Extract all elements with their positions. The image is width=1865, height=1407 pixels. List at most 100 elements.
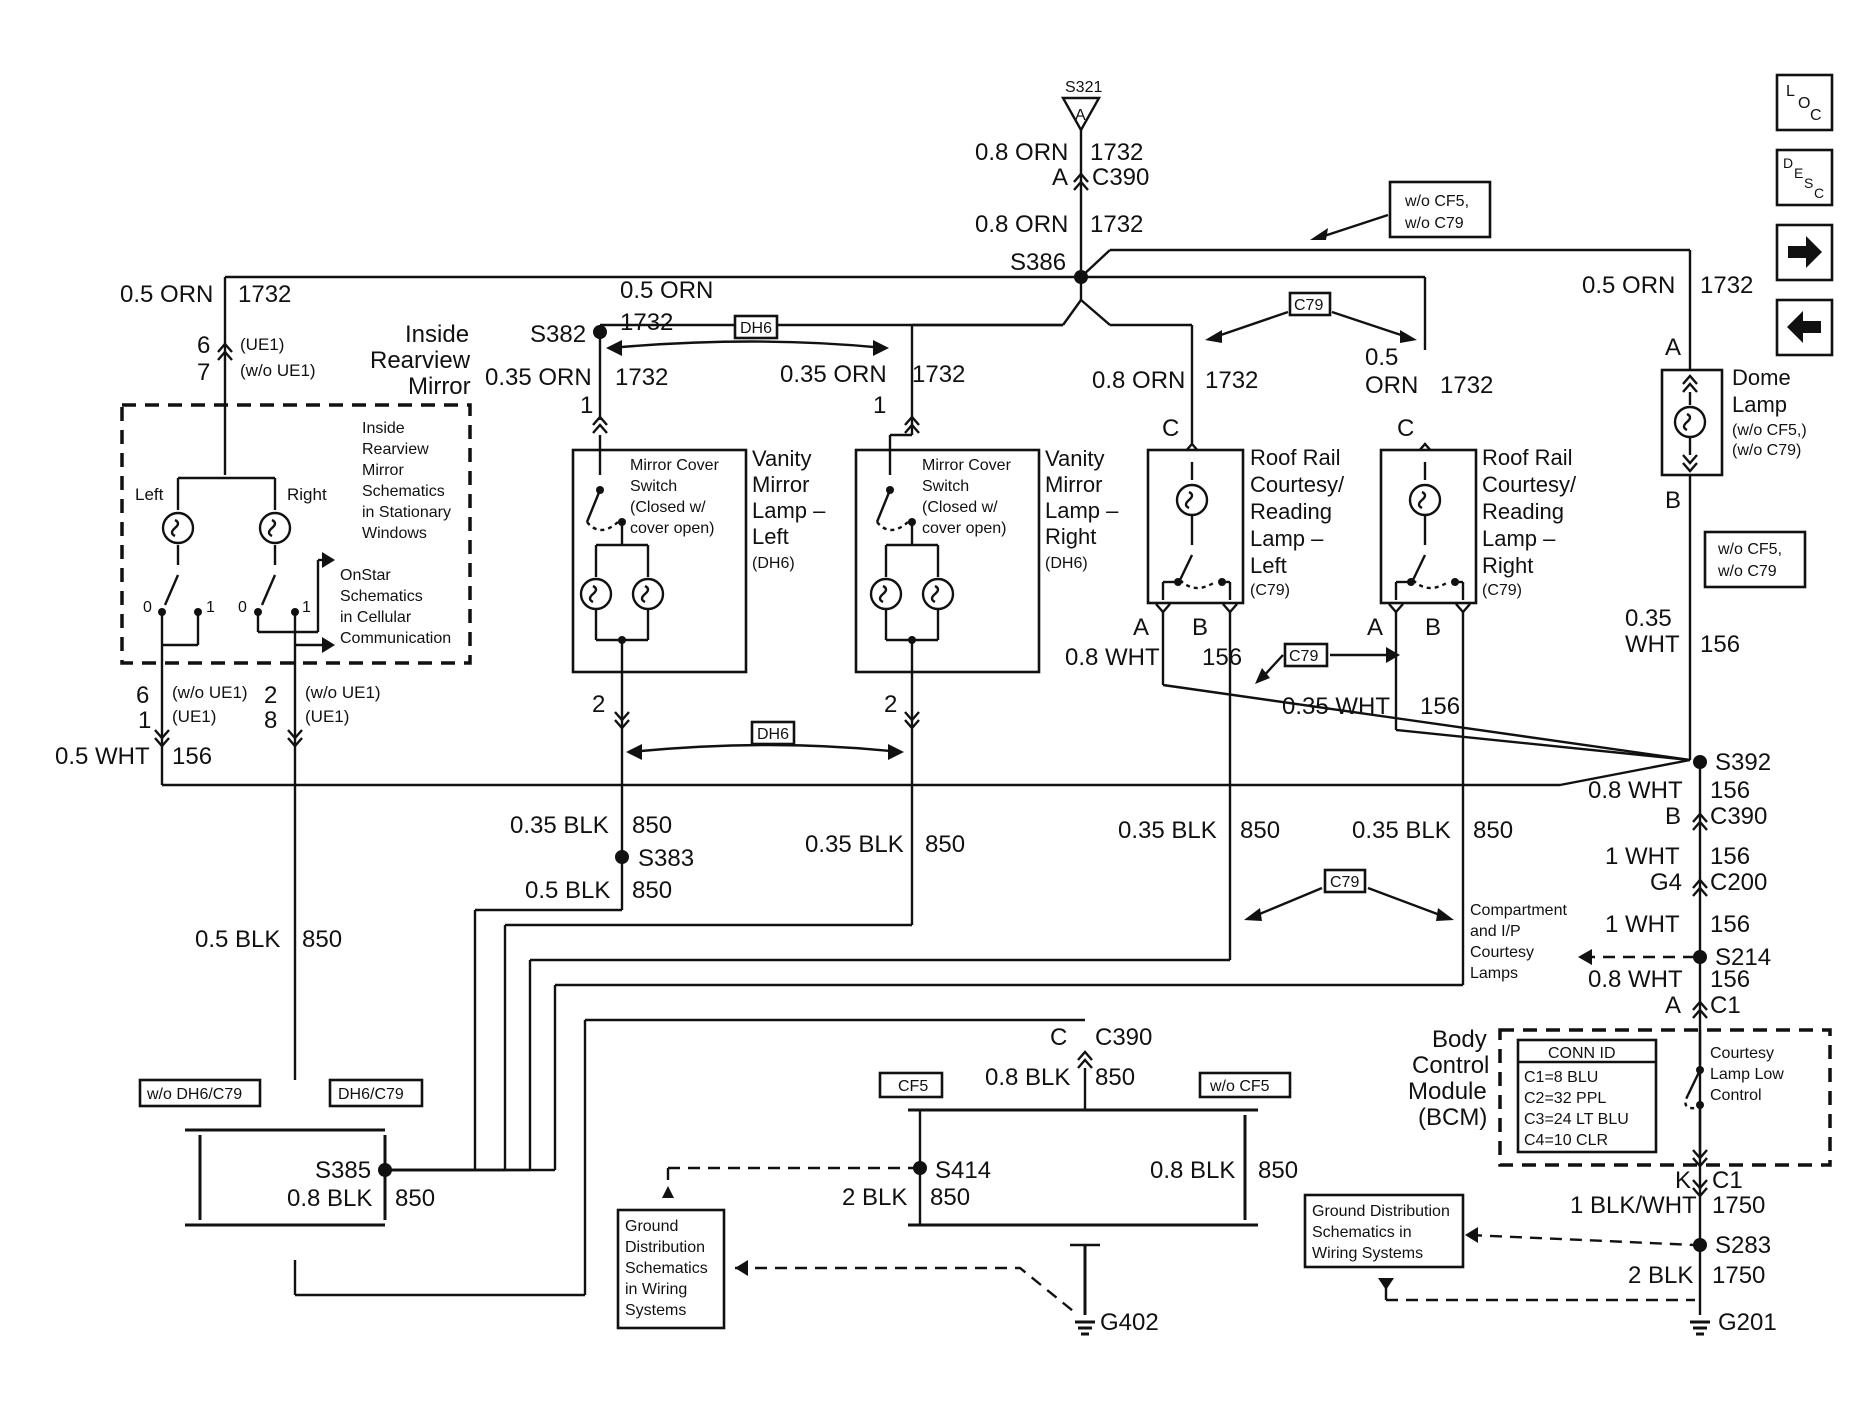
- svg-text:Body: Body: [1432, 1026, 1487, 1053]
- svg-text:0.35 ORN: 0.35 ORN: [780, 361, 887, 388]
- s283-label: S283: [1715, 1232, 1771, 1259]
- svg-text:w/o CF5,: w/o CF5,: [1717, 541, 1782, 558]
- svg-text:Distribution: Distribution: [625, 1239, 705, 1256]
- svg-text:0.5 ORN: 0.5 ORN: [1582, 272, 1675, 299]
- svg-text:1 BLK/WHT: 1 BLK/WHT: [1570, 1192, 1697, 1219]
- svg-text:Mirror: Mirror: [752, 472, 809, 497]
- right-trunk: 0.8 WHT 156 B C390 1 WHT 156 G4 C200 1 W…: [1470, 762, 1771, 1155]
- s386-label: S386: [1010, 249, 1066, 276]
- svg-text:CONN ID: CONN ID: [1548, 1045, 1616, 1062]
- svg-text:Mirror Cover: Mirror Cover: [630, 457, 720, 474]
- s321-feed: S321 A 0.8 ORN 1732 A C390 0.8 ORN 1732 …: [975, 79, 1149, 284]
- tag-wocf5-c79-top: w/o CF5, w/o C79: [1310, 180, 1492, 240]
- svg-text:Roof Rail: Roof Rail: [1482, 445, 1572, 470]
- svg-text:(w/o C79): (w/o C79): [1732, 442, 1801, 459]
- nav-loc-button[interactable]: L O C: [1775, 73, 1834, 132]
- svg-text:0.5 BLK: 0.5 BLK: [525, 877, 610, 904]
- svg-text:0.8 WHT: 0.8 WHT: [1588, 777, 1683, 804]
- svg-text:B: B: [1425, 614, 1441, 641]
- s214-label: S214: [1715, 944, 1771, 971]
- svg-text:(BCM): (BCM): [1418, 1104, 1487, 1131]
- svg-text:1732: 1732: [1700, 272, 1753, 299]
- svg-text:OnStar: OnStar: [340, 567, 391, 584]
- svg-text:Courtesy/: Courtesy/: [1482, 472, 1577, 497]
- svg-text:C79: C79: [1289, 648, 1318, 665]
- svg-text:A: A: [1665, 334, 1681, 361]
- svg-text:850: 850: [302, 926, 342, 953]
- svg-text:156: 156: [172, 743, 212, 770]
- svg-text:w/o C79: w/o C79: [1404, 215, 1464, 232]
- svg-text:0.5: 0.5: [1365, 344, 1398, 371]
- g201-label: G201: [1718, 1309, 1777, 1336]
- svg-text:Inside: Inside: [405, 321, 469, 348]
- g201-ground: K C1 1 BLK/WHT 1750 S283 2 BLK 1750 G201…: [1303, 1166, 1777, 1336]
- svg-text:C79: C79: [1330, 874, 1359, 891]
- svg-text:cover open): cover open): [630, 520, 715, 537]
- svg-text:A: A: [1133, 614, 1149, 641]
- inside-rearview-mirror: 6 7 (UE1) (w/o UE1) Inside Rearview Mirr…: [120, 277, 472, 1080]
- svg-text:Lamp –: Lamp –: [1482, 526, 1556, 551]
- svg-text:Systems: Systems: [625, 1302, 686, 1319]
- svg-text:G4: G4: [1650, 869, 1682, 896]
- svg-text:w/o CF5,: w/o CF5,: [1404, 193, 1469, 210]
- svg-text:w/o CF5: w/o CF5: [1209, 1078, 1270, 1095]
- svg-text:Compartment: Compartment: [1470, 902, 1567, 919]
- svg-text:0.35 BLK: 0.35 BLK: [1352, 817, 1451, 844]
- svg-text:850: 850: [395, 1185, 435, 1212]
- svg-text:Schematics: Schematics: [362, 483, 445, 500]
- svg-text:850: 850: [1095, 1064, 1135, 1091]
- svg-text:(C79): (C79): [1482, 582, 1522, 599]
- svg-text:(w/o UE1): (w/o UE1): [305, 683, 381, 702]
- svg-text:1732: 1732: [620, 309, 673, 336]
- svg-text:Left: Left: [1250, 553, 1287, 578]
- s321-label: S321: [1065, 79, 1102, 96]
- nav-forward-button[interactable]: [1775, 223, 1834, 282]
- svg-text:0: 0: [238, 599, 247, 616]
- svg-text:in Wiring: in Wiring: [625, 1281, 687, 1298]
- svg-text:6: 6: [197, 332, 210, 359]
- roof-rail-lamp-left: 0.8 ORN 1732 C Roof Rail Courtesy/ Readi…: [1092, 367, 1691, 960]
- svg-text:Control: Control: [1412, 1052, 1489, 1079]
- svg-text:Switch: Switch: [630, 478, 677, 495]
- svg-text:7: 7: [197, 359, 210, 386]
- svg-text:(C79): (C79): [1250, 582, 1290, 599]
- svg-text:A: A: [1052, 164, 1068, 191]
- arrow-left-icon: [1787, 311, 1821, 343]
- svg-text:C1: C1: [1710, 992, 1741, 1019]
- svg-text:0.5 BLK: 0.5 BLK: [195, 926, 280, 953]
- dome-lamp: A Dome Lamp (w/o CF5,) (w/o C79) B w/o C…: [1625, 334, 1807, 760]
- svg-text:Mirror: Mirror: [1045, 472, 1102, 497]
- svg-text:0.35 WHT: 0.35 WHT: [1282, 693, 1390, 720]
- svg-text:1750: 1750: [1712, 1262, 1765, 1289]
- body-control-module: Body Control Module (BCM) CONN ID C1=8 B…: [1408, 1026, 1832, 1168]
- svg-text:2: 2: [884, 691, 897, 718]
- svg-text:2 BLK: 2 BLK: [1628, 1262, 1693, 1289]
- nav-desc-button[interactable]: D E S C: [1775, 148, 1834, 207]
- svg-text:0.8 WHT: 0.8 WHT: [1588, 966, 1683, 993]
- svg-text:0.35: 0.35: [1625, 605, 1672, 632]
- svg-text:0.8 ORN: 0.8 ORN: [975, 211, 1068, 238]
- svg-text:850: 850: [1473, 817, 1513, 844]
- svg-text:Rearview: Rearview: [370, 347, 471, 374]
- svg-text:Ground: Ground: [625, 1218, 678, 1235]
- svg-text:A: A: [1665, 992, 1681, 1019]
- svg-text:Vanity: Vanity: [1045, 446, 1105, 471]
- svg-text:(w/o CF5,): (w/o CF5,): [1732, 422, 1807, 439]
- svg-text:Inside: Inside: [362, 420, 405, 437]
- nav-back-button[interactable]: [1775, 298, 1834, 357]
- svg-text:Courtesy: Courtesy: [1710, 1045, 1774, 1062]
- svg-text:A: A: [1367, 614, 1383, 641]
- svg-text:850: 850: [1258, 1157, 1298, 1184]
- svg-text:A: A: [1075, 107, 1086, 124]
- svg-text:w/o DH6/C79: w/o DH6/C79: [146, 1086, 242, 1103]
- svg-text:C79: C79: [1294, 297, 1323, 314]
- svg-text:1 WHT: 1 WHT: [1605, 911, 1680, 938]
- svg-text:Schematics: Schematics: [340, 588, 423, 605]
- g402-ground: C C390 0.8 BLK 850 CF5 w/o CF5 S414 2 BL…: [616, 1024, 1298, 1336]
- svg-text:C390: C390: [1710, 803, 1767, 830]
- svg-text:Schematics in: Schematics in: [1312, 1224, 1412, 1241]
- svg-text:Lamp Low: Lamp Low: [1710, 1066, 1784, 1083]
- svg-text:Left: Left: [752, 524, 789, 549]
- svg-text:Communication: Communication: [340, 630, 451, 647]
- white-bus: 0.5 WHT 156 0.8 WHT 156 0.35 WHT 156 C79…: [55, 642, 1771, 787]
